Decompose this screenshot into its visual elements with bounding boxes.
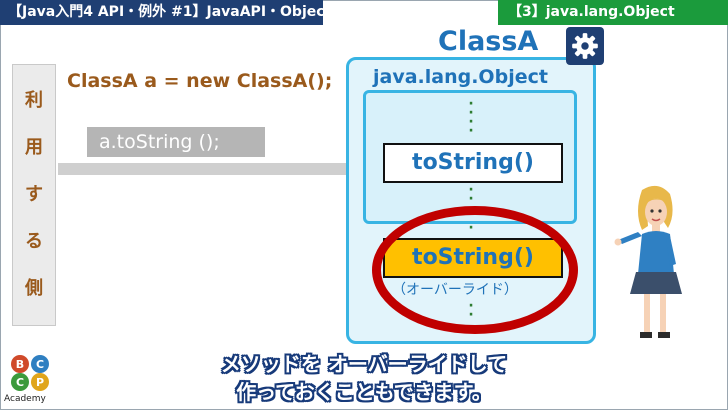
logo-letter: C <box>36 358 44 371</box>
call-arrow <box>58 163 382 175</box>
highlight-ring <box>372 206 578 334</box>
section-title: 【3】java.lang.Object <box>498 0 728 25</box>
user-side-panel: 利 用 す る 側 <box>12 64 56 326</box>
ellipsis-dots: ·· <box>468 182 474 207</box>
class-name-label: ClassA <box>438 26 539 57</box>
logo-name: Academy <box>4 394 46 404</box>
lesson-title: 【Java入門4 API・例外 #1】JavaAPI・Object <box>0 0 331 25</box>
user-side-char: 用 <box>25 136 43 158</box>
ellipsis-dots: ···· <box>468 96 474 139</box>
subtitle-line-2: 作っておくこともできます。 <box>236 380 492 404</box>
logo-letter: P <box>36 376 44 389</box>
teacher-illustration <box>614 185 682 338</box>
user-side-char: る <box>25 231 43 253</box>
logo-letter: C <box>16 376 24 389</box>
settings-button[interactable] <box>566 27 604 65</box>
user-side-char: 側 <box>25 278 43 300</box>
gear-icon <box>572 33 598 59</box>
academy-logo: B C C P <box>11 355 49 391</box>
method-call-code: a.toString (); <box>87 127 265 157</box>
object-class-label: java.lang.Object <box>373 66 548 88</box>
user-side-char: 利 <box>25 89 43 111</box>
declaration-code: ClassA a = new ClassA(); <box>67 70 333 92</box>
logo-letter: B <box>16 358 24 371</box>
user-side-char: す <box>25 183 43 205</box>
subtitle-line-1: メソッドを オーバーライドして <box>220 352 508 376</box>
object-tostring-method: toString() <box>383 143 563 183</box>
